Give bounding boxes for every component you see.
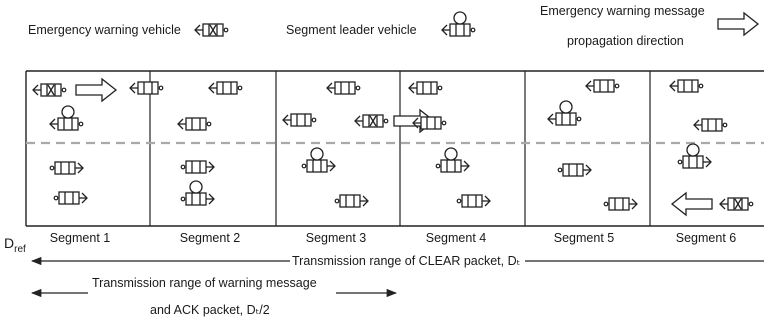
vehicle-icon bbox=[326, 81, 361, 95]
vehicle-icon bbox=[49, 161, 84, 175]
vehicle-icon bbox=[282, 113, 317, 127]
emergency-vehicle-icon bbox=[33, 84, 66, 96]
segment-label-3: Segment 3 bbox=[306, 231, 367, 245]
segment-leader-vehicle-icon bbox=[436, 148, 469, 172]
legend-emergency-vehicle-icon bbox=[195, 24, 228, 36]
vehicle-icon bbox=[334, 194, 369, 208]
emergency-vehicle-icon bbox=[720, 198, 753, 210]
legend-direction-arrow-icon bbox=[717, 12, 759, 36]
road bbox=[25, 70, 764, 227]
reference-label-main: D bbox=[4, 235, 14, 251]
reference-label: Dref bbox=[4, 235, 26, 255]
segment-label-6: Segment 6 bbox=[676, 231, 737, 245]
clear-range-label: Transmission range of CLEAR packet, Dₜ bbox=[292, 254, 521, 268]
warning-range-label-line2: and ACK packet, Dₜ/2 bbox=[150, 303, 270, 317]
legend-emergency-label: Emergency warning vehicle bbox=[28, 23, 181, 37]
segment-label-4: Segment 4 bbox=[426, 231, 487, 245]
vehicle-icon bbox=[180, 160, 215, 174]
vehicle-icon bbox=[585, 79, 620, 93]
segment-leader-vehicle-icon bbox=[678, 144, 711, 168]
vehicle-icon bbox=[129, 81, 164, 95]
vehicle-icon bbox=[693, 118, 728, 132]
vehicle-icon bbox=[408, 81, 443, 95]
propagation-arrow-icon bbox=[671, 192, 713, 216]
reference-label-subscript: ref bbox=[14, 244, 26, 255]
vehicle-icon bbox=[208, 81, 243, 95]
legend-leader-label: Segment leader vehicle bbox=[286, 23, 417, 37]
vehicle-icon bbox=[177, 117, 212, 131]
propagation-arrow-icon bbox=[75, 78, 117, 102]
segment-leader-vehicle-icon bbox=[548, 101, 581, 125]
vehicle-icon bbox=[53, 191, 88, 205]
segment-label-1: Segment 1 bbox=[50, 231, 111, 245]
segment-leader-vehicle-icon bbox=[181, 181, 214, 205]
emergency-vehicle-icon bbox=[355, 115, 388, 127]
warning-range-label-line1: Transmission range of warning message bbox=[92, 276, 317, 290]
vehicle-icon bbox=[557, 163, 592, 177]
segment-label-5: Segment 5 bbox=[554, 231, 615, 245]
segment-leader-vehicle-icon bbox=[50, 106, 83, 130]
legend-leader-vehicle-icon bbox=[442, 12, 475, 36]
vehicle-icon bbox=[603, 197, 638, 211]
legend-direction-label-line2: propagation direction bbox=[567, 34, 684, 48]
segment-label-2: Segment 2 bbox=[180, 231, 241, 245]
vehicle-icon bbox=[456, 194, 491, 208]
segment-leader-vehicle-icon bbox=[302, 148, 335, 172]
legend-direction-label-line1: Emergency warning message bbox=[540, 4, 705, 18]
vehicle-icon bbox=[669, 79, 704, 93]
vehicle-icon bbox=[412, 116, 447, 130]
